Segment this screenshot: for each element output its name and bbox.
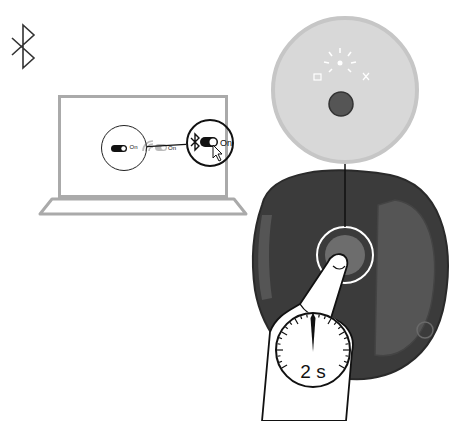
toggle-label: On: [168, 145, 176, 151]
bluetooth-toggle: [111, 145, 127, 152]
magnified-button: [273, 18, 417, 162]
toggle-knob: [161, 145, 165, 149]
tick: [345, 355, 348, 357]
leader-line: [147, 144, 186, 146]
stopwatch-face: [275, 312, 351, 388]
bluetooth-icon: [363, 73, 369, 80]
stopwatch: 2 s: [275, 312, 351, 388]
tick: [338, 327, 340, 329]
tick: [345, 343, 348, 345]
laptop-screen: On On: [58, 95, 228, 198]
tick: [334, 322, 336, 324]
tick: [278, 343, 281, 345]
battery-cover: [375, 200, 435, 356]
stopwatch-ticks: [277, 314, 349, 368]
wifi-toggle: [155, 144, 167, 151]
tick: [282, 365, 287, 368]
receiver-icon: [314, 74, 321, 80]
toggle-knob: [121, 146, 125, 150]
tick: [318, 315, 320, 318]
wifi-icon: [143, 141, 153, 151]
mouse-side: [258, 215, 272, 300]
fingernail: [333, 266, 345, 269]
tick: [295, 319, 298, 324]
tick: [343, 349, 349, 350]
toggle-label: On: [220, 139, 232, 148]
tick: [324, 316, 325, 319]
tick: [279, 338, 282, 339]
bluetooth-symbol: [12, 25, 34, 68]
tick: [328, 319, 331, 324]
tick: [344, 338, 347, 339]
tick: [282, 332, 287, 335]
bluetooth-toggle: [200, 137, 218, 147]
tick: [301, 316, 302, 319]
tick: [278, 355, 281, 357]
laptop-base: [40, 199, 246, 214]
stopwatch-hand: [311, 313, 316, 352]
tick: [344, 361, 347, 362]
sensor: [417, 322, 433, 338]
tick: [339, 332, 344, 335]
tick: [306, 315, 308, 318]
duration-label: 2 s: [277, 362, 349, 381]
hand: [262, 254, 353, 421]
tick: [290, 322, 292, 324]
zoom-circle: On: [101, 125, 147, 171]
tick: [279, 361, 282, 362]
led: [338, 61, 343, 66]
toggle-label: On: [130, 144, 138, 150]
tick: [339, 365, 344, 368]
bluetooth-symbol: [191, 134, 199, 150]
tick: [285, 327, 287, 329]
magnified-callout: On: [186, 119, 234, 167]
led-rays: [324, 48, 356, 72]
tick: [277, 349, 283, 350]
leader-line: [344, 162, 346, 227]
connect-button: [329, 92, 353, 116]
